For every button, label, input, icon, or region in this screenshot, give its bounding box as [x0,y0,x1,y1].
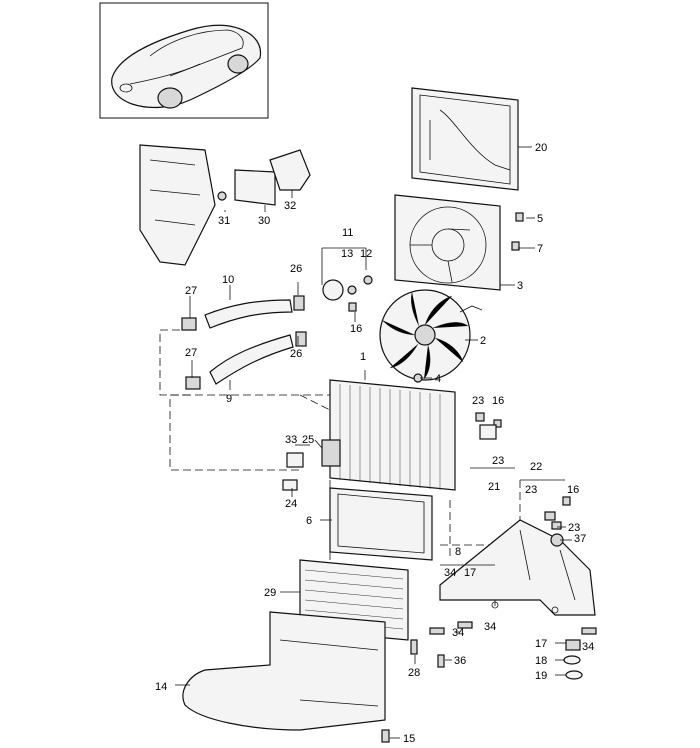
callout-26-a: 26 [290,263,302,275]
radiator [321,379,456,491]
callout-16-a: 16 [350,323,362,335]
callout-18: 18 [535,655,547,667]
fan-shroud-upper [411,87,519,191]
callout-2: 2 [480,335,486,347]
callout-34-d: 34 [582,641,594,653]
callout-10: 10 [222,274,234,286]
small-fittings [282,212,597,743]
callout-37: 37 [574,533,586,545]
callout-34-c: 34 [484,621,496,633]
callout-34-b: 34 [452,627,464,639]
callout-34-a: 34 [444,567,456,579]
callout-23-d: 23 [568,522,580,534]
callout-28: 28 [408,667,420,679]
callout-23-b: 23 [492,455,504,467]
callout-32: 32 [284,200,296,212]
callout-21: 21 [488,481,500,493]
callout-29: 29 [264,587,276,599]
callout-9: 9 [226,393,232,405]
fan-frame [394,194,501,291]
callout-33: 33 [285,434,297,446]
callout-16-c: 16 [567,484,579,496]
callout-13: 13 [341,248,353,260]
leader-lines [175,146,572,739]
callout-14: 14 [155,681,167,693]
callout-23-a: 23 [472,395,484,407]
callout-20: 20 [535,142,547,154]
callout-25: 25 [302,434,314,446]
callout-12: 12 [360,248,372,260]
callout-7: 7 [537,243,543,255]
callout-27-b: 27 [185,347,197,359]
radiator-seal-frame [329,487,433,561]
callout-4: 4 [435,373,441,385]
coolant-hoses [181,295,307,390]
callout-24: 24 [285,498,297,510]
callout-3: 3 [517,280,523,292]
callout-5: 5 [537,213,543,225]
callout-8: 8 [455,546,461,558]
callout-labels: 1 2 3 4 5 6 7 8 9 10 11 12 13 14 15 16 1… [155,142,594,745]
group-brackets [321,247,565,566]
callout-15: 15 [403,733,415,745]
callout-19: 19 [535,670,547,682]
callout-17-a: 17 [464,567,476,579]
callout-31: 31 [218,215,230,227]
callout-22: 22 [530,461,542,473]
callout-30: 30 [258,215,270,227]
callout-17-b: 17 [535,638,547,650]
vehicle-reference-box [99,2,269,119]
air-duct [182,611,386,731]
callout-6: 6 [306,515,312,527]
coolant-reservoir-assembly [139,144,311,266]
callout-11: 11 [342,227,353,239]
callout-1: 1 [360,351,366,363]
cooling-fan [379,289,483,381]
callout-26-b: 26 [290,348,302,360]
callout-16-b: 16 [492,395,504,407]
callout-23-c: 23 [525,484,537,496]
callout-27-a: 27 [185,285,197,297]
callout-36: 36 [454,655,466,667]
car-illustration [111,24,262,109]
